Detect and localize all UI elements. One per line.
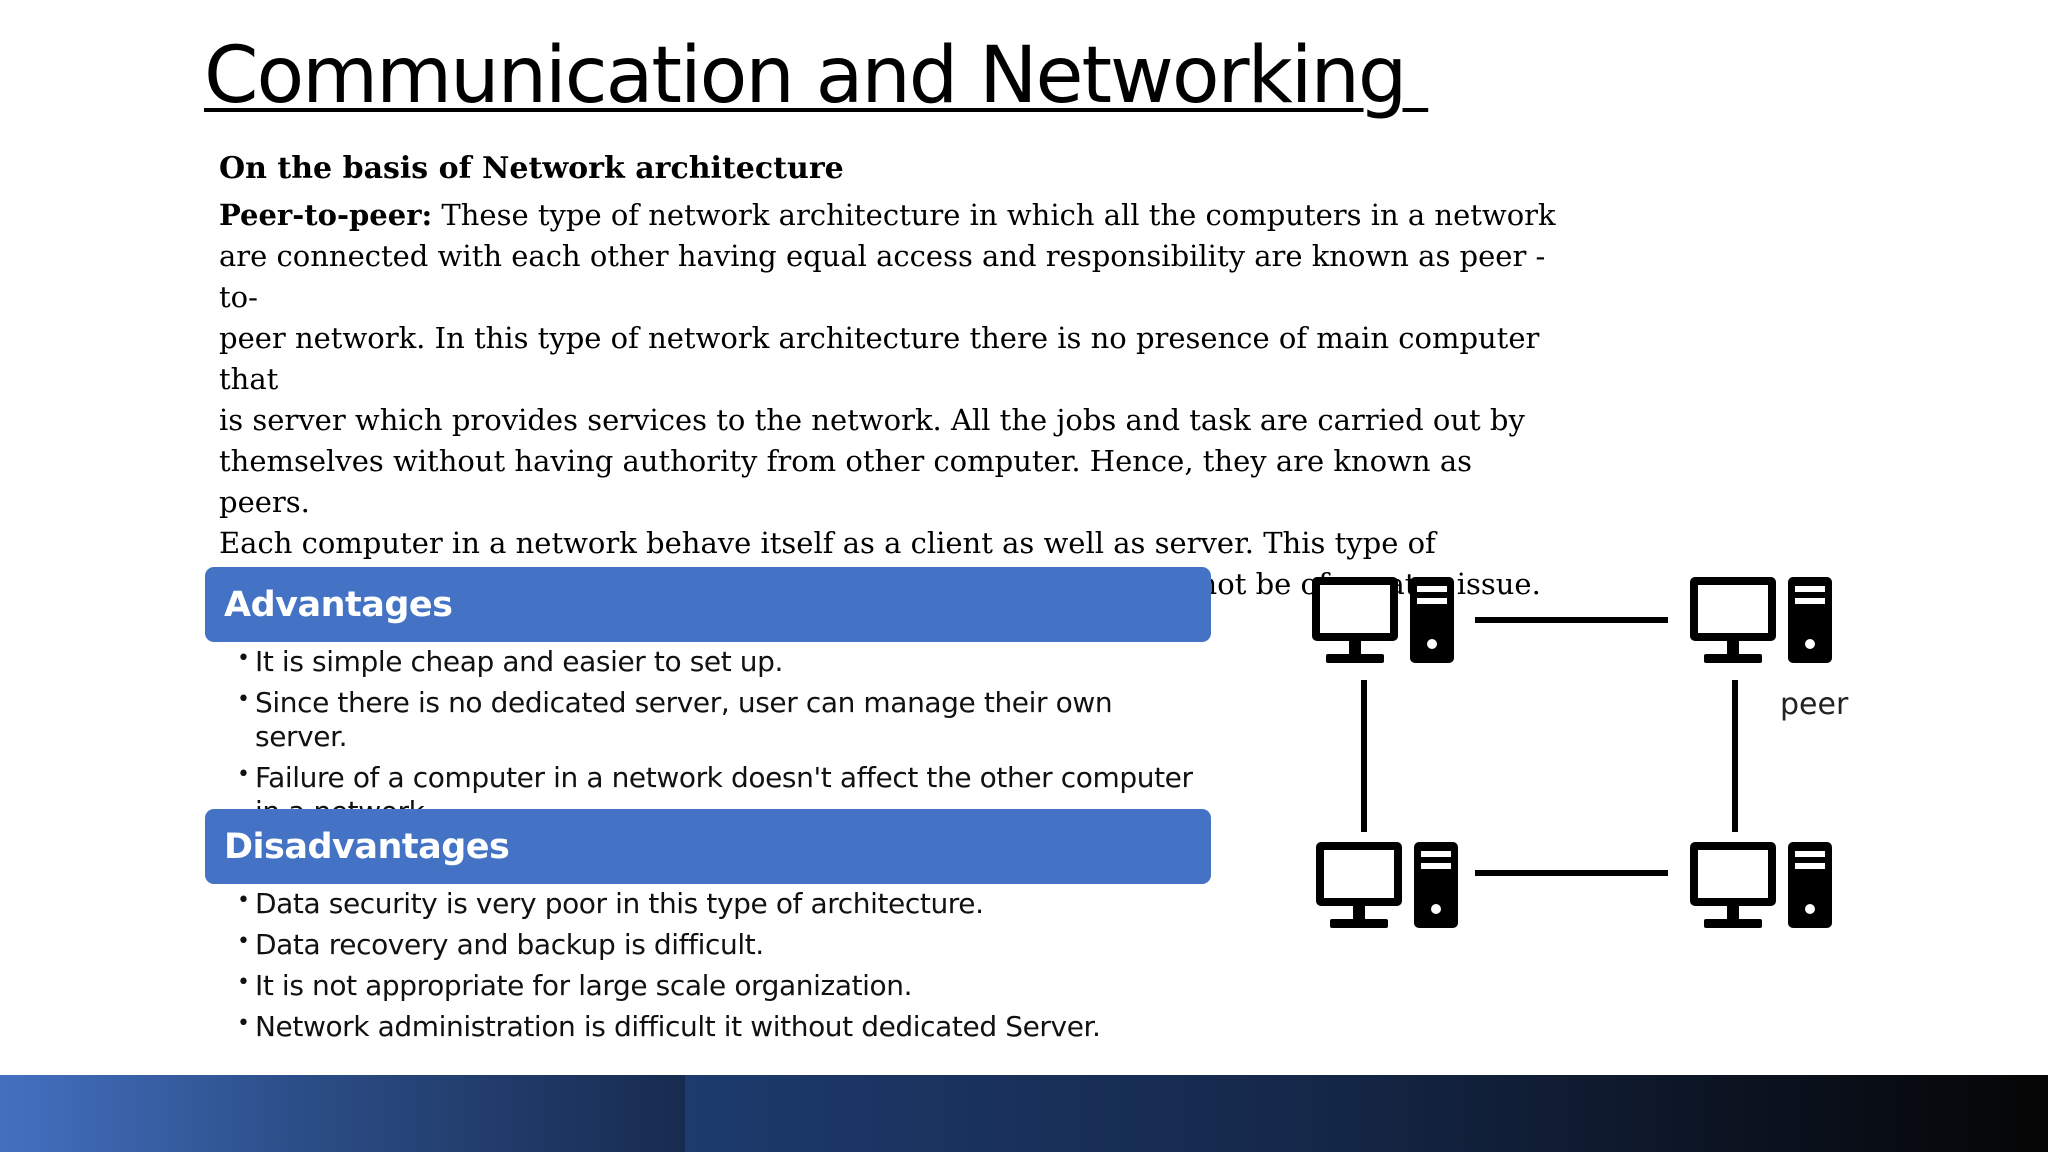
list-item-text: Data security is very poor in this type … xyxy=(255,887,984,920)
bullet-icon: • xyxy=(237,762,250,787)
desktop-computer-icon xyxy=(1690,577,1832,663)
desktop-computer-icon xyxy=(1316,842,1458,928)
desktop-computer-icon xyxy=(1690,842,1832,928)
peer-label: peer xyxy=(1780,687,1849,722)
advantages-list: •It is simple cheap and easier to set up… xyxy=(235,645,1195,836)
disadvantages-list: •Data security is very poor in this type… xyxy=(235,887,1195,1051)
bullet-icon: • xyxy=(237,929,250,954)
list-item: •Network administration is difficult it … xyxy=(235,1010,1195,1044)
bullet-icon: • xyxy=(237,687,250,712)
bullet-icon: • xyxy=(237,970,250,995)
list-item: •Since there is no dedicated server, use… xyxy=(235,686,1195,754)
disadvantages-header: Disadvantages xyxy=(205,809,1211,884)
peer-to-peer-description: Peer-to-peer: These type of network arch… xyxy=(219,195,1559,605)
section-subheading: On the basis of Network architecture xyxy=(219,151,844,186)
list-item-text: It is not appropriate for large scale or… xyxy=(255,969,913,1002)
bullet-icon: • xyxy=(237,646,250,671)
peer-to-peer-diagram: peer xyxy=(1312,577,1849,928)
slide-title: Communication and Networking xyxy=(204,31,1429,121)
list-item-text: Network administration is difficult it w… xyxy=(255,1010,1101,1043)
advantages-heading: Advantages xyxy=(224,584,453,625)
bullet-icon: • xyxy=(237,888,250,913)
bullet-icon: • xyxy=(237,1011,250,1036)
list-item-text: Since there is no dedicated server, user… xyxy=(255,686,1113,753)
disadvantages-heading: Disadvantages xyxy=(224,826,510,867)
list-item: •Data security is very poor in this type… xyxy=(235,887,1195,921)
footer-band-right xyxy=(685,1075,2048,1152)
footer-band-left xyxy=(0,1075,685,1152)
desktop-computer-icon xyxy=(1312,577,1454,663)
list-item: •It is not appropriate for large scale o… xyxy=(235,969,1195,1003)
paragraph-lead-term: Peer-to-peer: xyxy=(219,198,433,232)
list-item: •Data recovery and backup is difficult. xyxy=(235,928,1195,962)
paragraph-body: These type of network architecture in wh… xyxy=(219,198,1556,601)
list-item-text: Data recovery and backup is difficult. xyxy=(255,928,764,961)
list-item-text: It is simple cheap and easier to set up. xyxy=(255,645,784,678)
advantages-header: Advantages xyxy=(205,567,1211,642)
list-item: •It is simple cheap and easier to set up… xyxy=(235,645,1195,679)
